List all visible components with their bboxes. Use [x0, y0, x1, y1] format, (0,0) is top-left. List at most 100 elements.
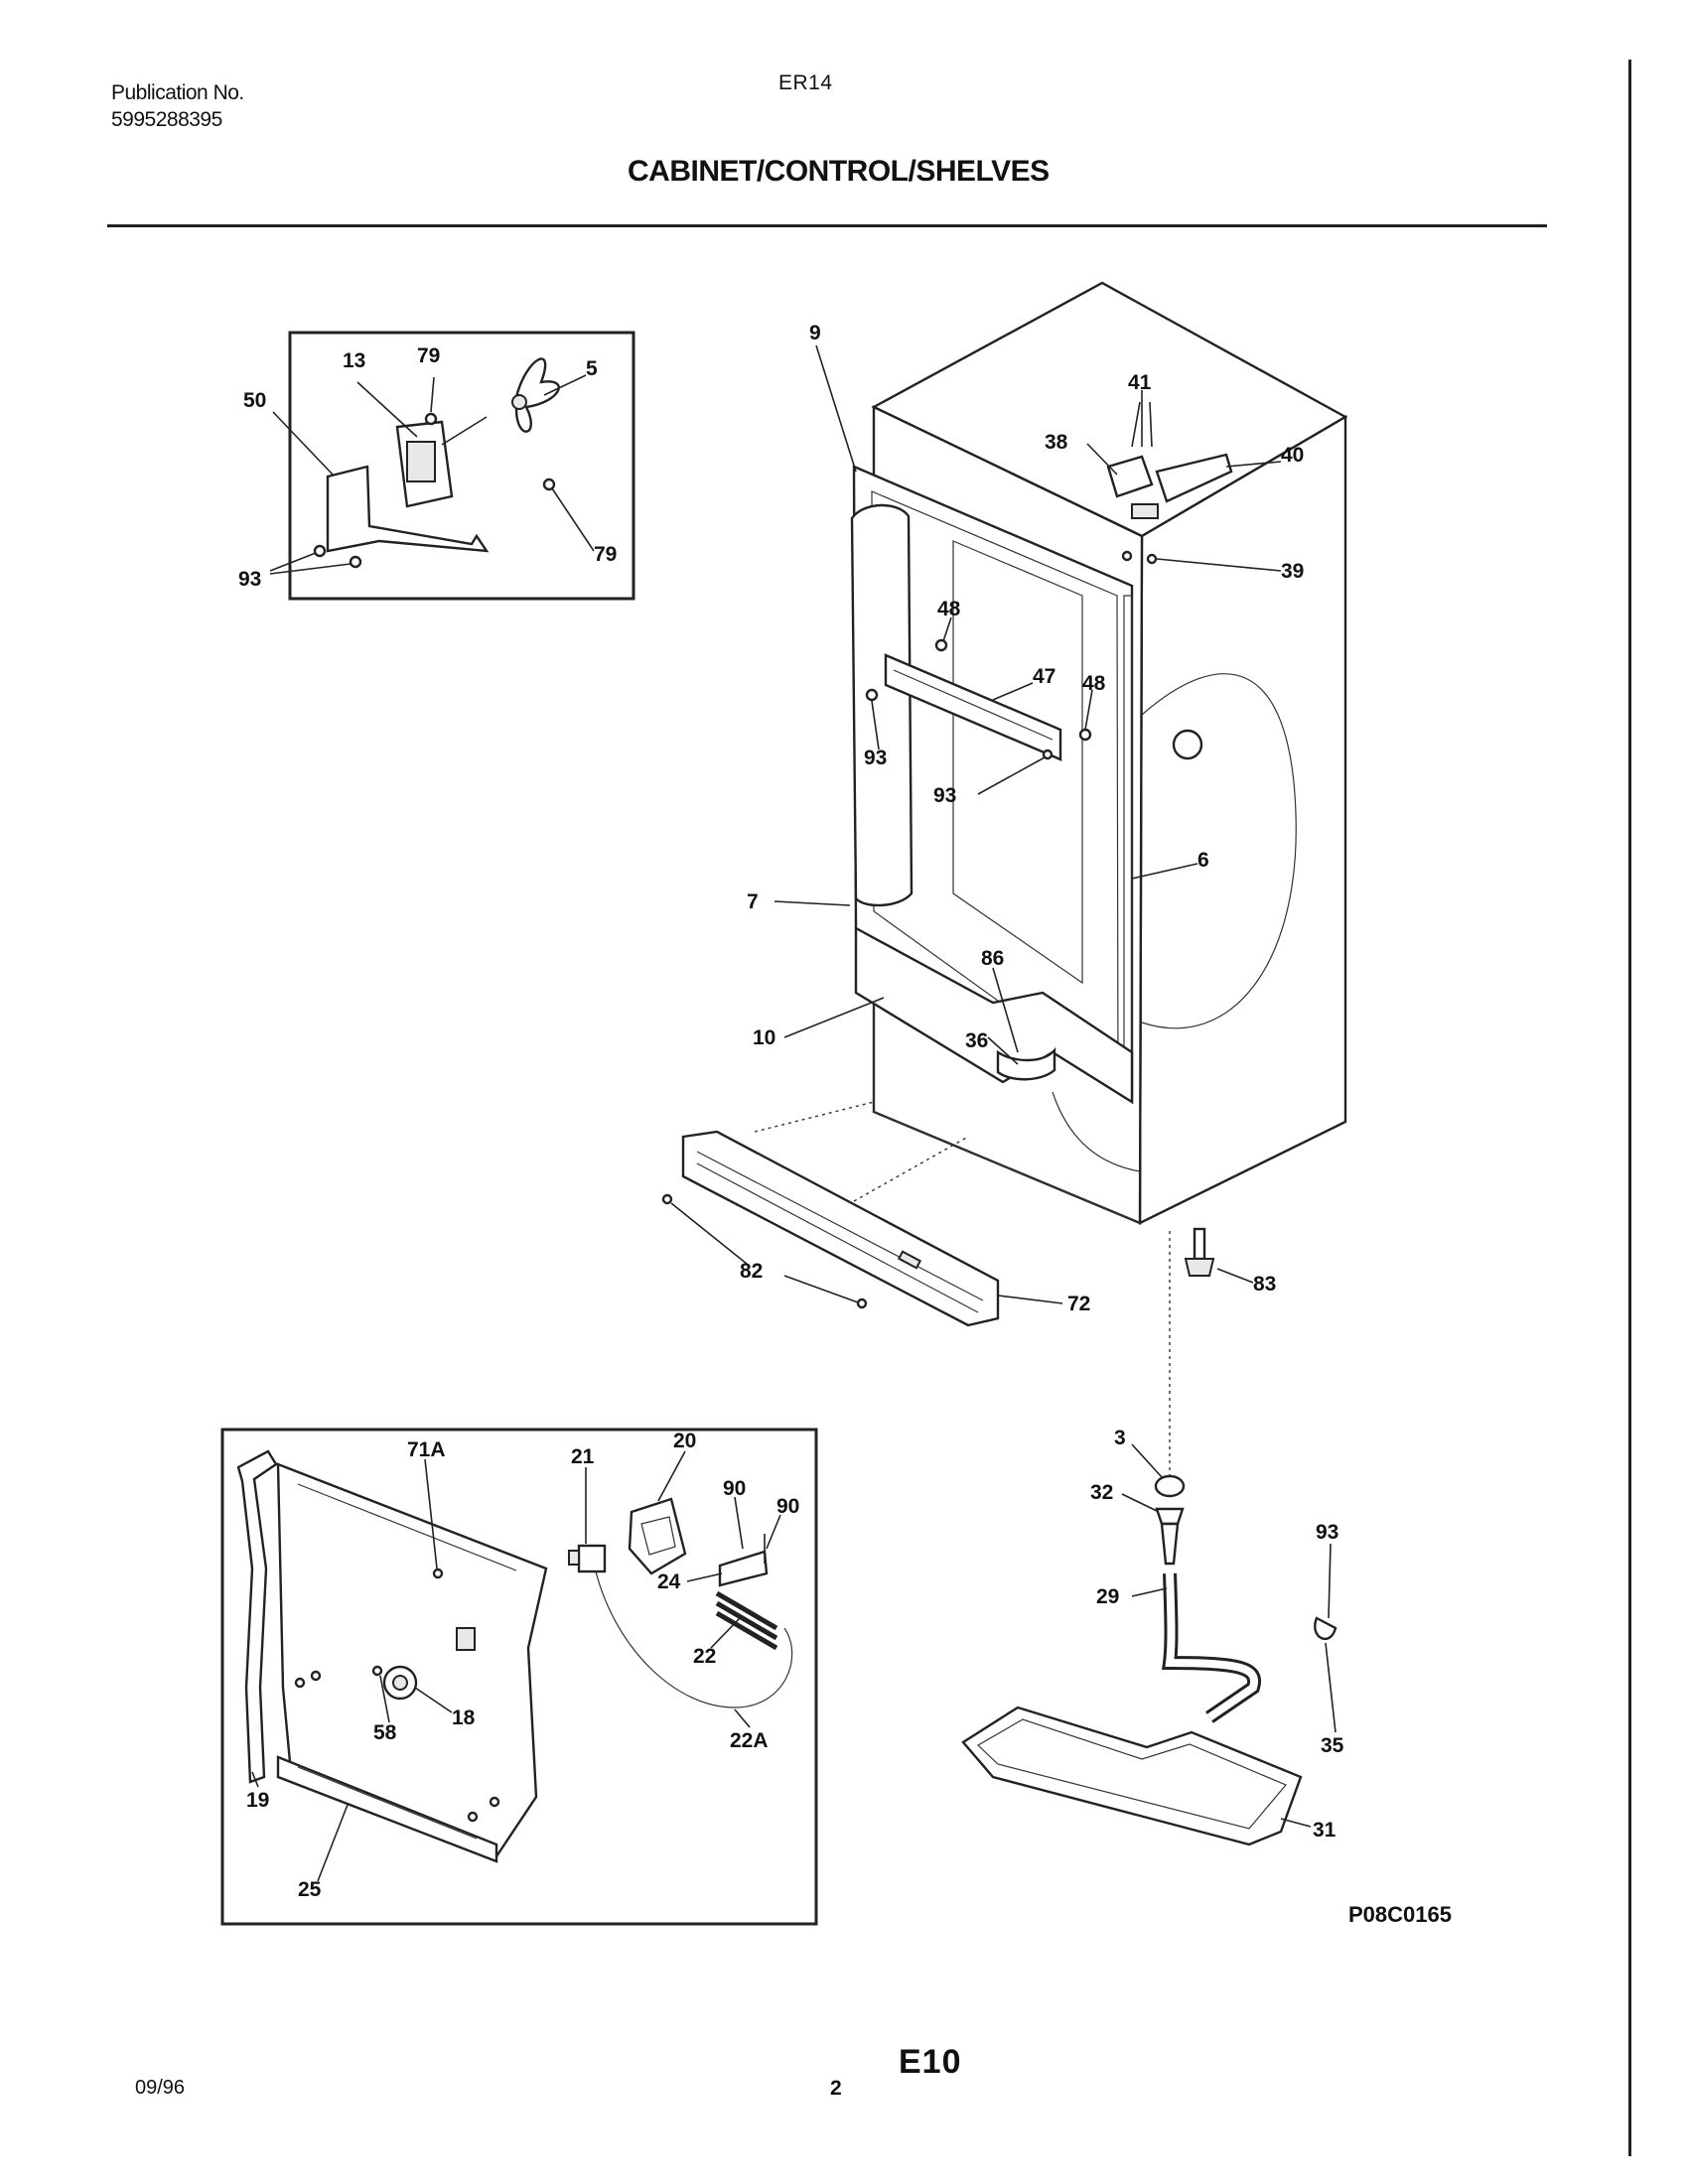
callout-24: 24: [657, 1570, 681, 1593]
control-bracket-part: [718, 1550, 769, 1587]
control-box-part: [1131, 503, 1159, 519]
callout-79: 79: [417, 344, 440, 367]
callout-93: 93: [1316, 1521, 1338, 1544]
callout-20: 20: [673, 1430, 696, 1452]
screw-part: [1146, 553, 1158, 565]
drain-assembly: 3 32 29 93 35 31: [961, 1427, 1344, 1846]
callout-22: 22: [693, 1645, 716, 1668]
screw-part: [856, 1297, 868, 1309]
inset-control-frame: [220, 1428, 818, 1926]
callout-40: 40: [1281, 444, 1304, 467]
toe-grille-assembly: 82 72: [661, 1101, 1090, 1327]
inset-fan-motor-frame: [288, 331, 635, 601]
callout-58: 58: [373, 1721, 397, 1744]
door-rail-part: [850, 503, 914, 907]
screw-part: [371, 1665, 383, 1677]
callout-31: 31: [1313, 1819, 1336, 1842]
control-housing-part: [276, 1462, 548, 1859]
inset-control: 71A 21 20 90 90 24 22 22A 18 58 19 25: [220, 1428, 818, 1926]
screw-part: [542, 478, 556, 491]
grille-clip-part: [897, 1250, 922, 1270]
screw-part: [865, 688, 879, 702]
callout-32: 32: [1090, 1481, 1113, 1504]
callout-25: 25: [298, 1878, 322, 1901]
bracket-part: [326, 465, 490, 553]
callout-6: 6: [1197, 849, 1209, 872]
leveling-leg-assembly: 83: [1169, 1227, 1276, 1479]
fan-blade-part: [514, 357, 560, 433]
drain-plug-part: [1154, 1474, 1186, 1498]
callout-19: 19: [246, 1789, 269, 1812]
callout-29: 29: [1096, 1585, 1119, 1608]
thermostat-cover-part: [628, 1497, 687, 1575]
screw-part: [1042, 749, 1054, 760]
callout-39: 39: [1281, 560, 1304, 583]
callout-41: 41: [1128, 371, 1152, 394]
cabinet-side: [1138, 414, 1347, 1225]
leg-foot-part: [1184, 1258, 1215, 1277]
screw-part: [424, 412, 438, 426]
callout-90: 90: [723, 1477, 746, 1500]
toe-grille-part: [681, 1130, 1000, 1327]
screw-part: [313, 544, 327, 558]
publication-number: 5995288395: [111, 108, 222, 131]
callout-79: 79: [594, 543, 617, 566]
screw-part: [467, 1811, 479, 1823]
bottom-sill-part: [854, 925, 1134, 1105]
callout-93: 93: [933, 784, 956, 807]
inset-fan-motor: 13 79 5 50 79 93: [238, 331, 635, 601]
side-grommet: [1172, 729, 1203, 760]
margin-rule: [1628, 60, 1631, 2156]
callout-7: 7: [747, 890, 759, 913]
publication-label: Publication No.: [111, 81, 244, 104]
callout-83: 83: [1253, 1273, 1276, 1296]
side-contour: [1141, 673, 1297, 1029]
header-rule: [107, 224, 1547, 227]
drain-nozzle-part: [1160, 1522, 1180, 1566]
base-contour: [1052, 1091, 1141, 1172]
callout-72: 72: [1067, 1293, 1090, 1315]
page-title: CABINET/CONTROL/SHELVES: [628, 155, 1050, 188]
liner-back-wall: [952, 540, 1083, 985]
callout-93: 93: [864, 747, 887, 769]
capillary-tube-part: [715, 1590, 778, 1651]
drain-adapter-part: [1155, 1507, 1185, 1526]
callout-9: 9: [809, 322, 821, 344]
screw-part: [310, 1670, 322, 1682]
screw-part: [661, 1193, 673, 1205]
callout-3: 3: [1114, 1427, 1126, 1449]
screw-part: [349, 555, 362, 569]
screw-part: [1078, 728, 1092, 742]
housing-window-part: [456, 1627, 476, 1651]
control-bracket-part: [1106, 455, 1154, 498]
motor-body-part: [406, 441, 436, 482]
callout-48: 48: [1082, 672, 1106, 695]
screw-part: [489, 1796, 500, 1808]
screw-part: [934, 638, 948, 652]
callout-5: 5: [586, 357, 598, 380]
callout-90: 90: [776, 1495, 799, 1518]
callout-50: 50: [243, 389, 266, 412]
screw-part: [432, 1568, 444, 1579]
footer-date: 09/96: [135, 2077, 186, 2099]
callout-47: 47: [1033, 665, 1055, 688]
callout-86: 86: [981, 947, 1004, 970]
cabinet-assembly: 9 41 38 40 39 48 47 48 93 93 6 7 86 10 3…: [747, 281, 1348, 1225]
callout-71A: 71A: [407, 1438, 446, 1461]
capillary-loop-part: [595, 1570, 793, 1708]
bottom-trim-part: [276, 1755, 498, 1863]
fan-hub-part: [511, 394, 527, 410]
callout-10: 10: [753, 1026, 775, 1049]
side-strip-part: [236, 1449, 278, 1784]
callout-38: 38: [1045, 431, 1068, 454]
thermostat-part: [577, 1544, 607, 1573]
callout-21: 21: [571, 1445, 595, 1468]
callout-36: 36: [965, 1029, 988, 1052]
drain-pan-part: [961, 1706, 1303, 1846]
callout-48: 48: [937, 598, 961, 620]
drain-clip-part: [1314, 1616, 1337, 1640]
callout-22A: 22A: [730, 1729, 769, 1752]
model-number: ER14: [778, 71, 833, 94]
callout-93: 93: [238, 568, 261, 591]
